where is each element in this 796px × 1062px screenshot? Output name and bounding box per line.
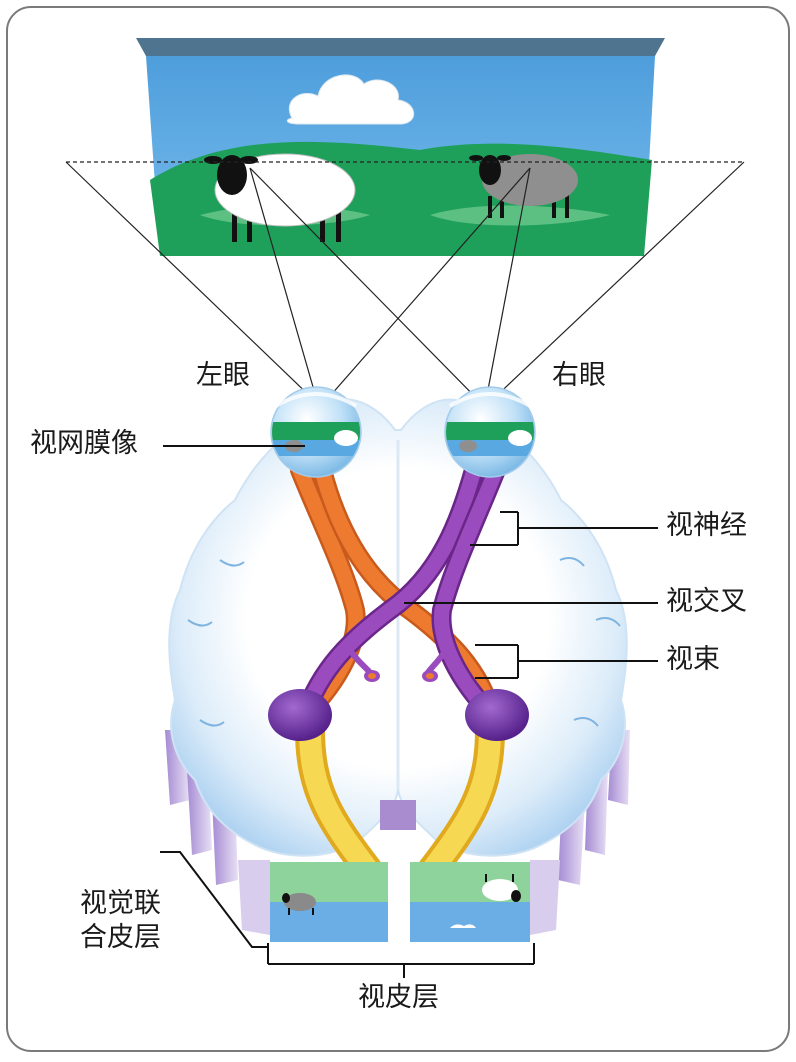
right-eye	[444, 386, 536, 478]
brain	[165, 398, 630, 935]
visual-association-cortex-label-line2: 合皮层	[80, 922, 161, 953]
left-eye-label: 左眼	[196, 360, 250, 391]
retinal-image-label: 视网膜像	[30, 428, 138, 459]
right-eye-label: 右眼	[552, 360, 606, 391]
cortex-sheep-white-icon	[482, 874, 521, 902]
white-sheep-icon	[204, 153, 356, 242]
optic-chiasm-label: 视交叉	[666, 586, 747, 617]
optic-pathways	[290, 460, 506, 725]
optic-tract-label: 视束	[666, 644, 720, 675]
visual-cortex-blocks	[270, 862, 530, 942]
cloud-icon	[286, 74, 414, 125]
visual-association-cortex-label-line1: 视觉联	[80, 888, 161, 919]
left-lgn	[268, 689, 332, 741]
left-eye	[270, 386, 362, 478]
right-lgn	[465, 689, 529, 741]
optic-radiations	[295, 715, 505, 885]
optic-nerve-label: 视神经	[666, 510, 747, 541]
cortex-sheep-gray-icon	[282, 893, 316, 915]
visual-cortex-label: 视皮层	[358, 982, 439, 1013]
gray-sheep-icon	[469, 154, 578, 218]
scene-panel	[136, 38, 665, 256]
callout-lines	[160, 445, 658, 978]
panel-top-edge	[136, 38, 665, 56]
